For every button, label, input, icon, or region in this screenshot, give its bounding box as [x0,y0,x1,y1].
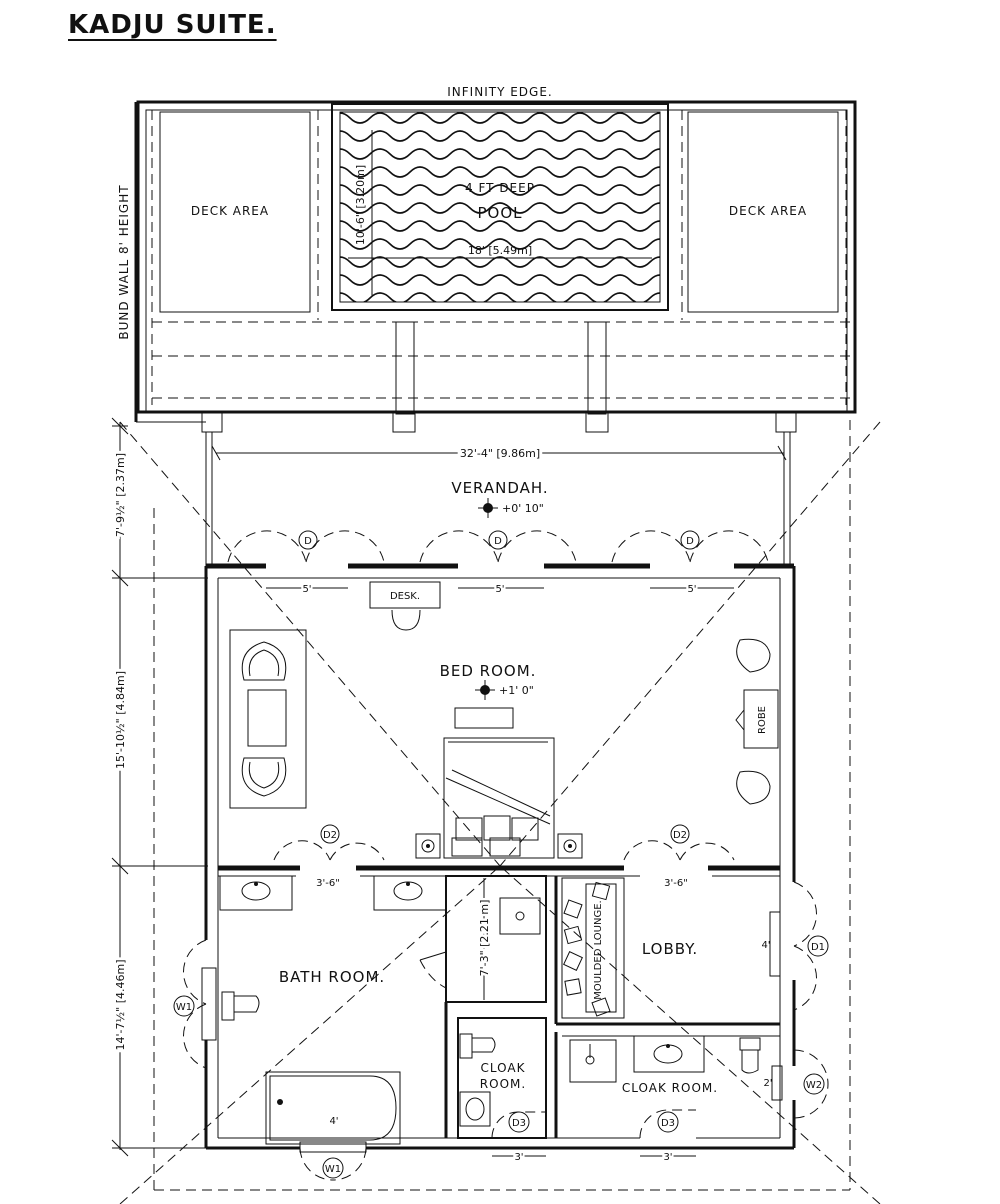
door-width-dim-1: 5' [302,584,311,595]
pool-wave-line [340,184,660,196]
lounge-label: MOULDED LOUNGE. [593,900,604,999]
pool-wave-line [340,148,660,160]
bedroom-lobby-door: D2 [623,824,735,861]
bedside-lamp-left-icon [415,833,441,859]
shower-cloak-right [569,1039,617,1083]
svg-text:D3: D3 [661,1118,675,1129]
svg-text:D3: D3 [512,1118,526,1129]
deck-area-left-label: DECK AREA [191,204,269,218]
bedroom-depth-dim: 15'-10½" [4.84m] [114,671,127,769]
cloak-room-right-label: CLOAK ROOM. [622,1081,718,1095]
pool-wave-line [340,112,660,124]
vanity-left [219,875,293,911]
pool-wave-line [340,220,660,232]
svg-text:D2: D2 [673,830,687,841]
pool-depth-label: 4 FT DEEP [465,181,535,195]
drawing-title: KADJU SUITE. [68,10,277,40]
svg-text:D: D [494,536,502,547]
cloak-right-door-dim: 3' [663,1152,672,1163]
pool-water-waves [340,112,660,302]
svg-text:W2: W2 [806,1080,822,1091]
window-w1-bottom: W1 [299,1141,367,1181]
level-marker-icon [478,498,498,518]
shower-depth-dim: 7'-3" [2.21 m] [478,900,491,977]
tub-width-dim: 4' [329,1116,338,1127]
svg-text:W1: W1 [325,1164,341,1175]
svg-text:D1: D1 [811,942,825,953]
pool-length-dim: 10'-6" [3.20m] [354,165,367,245]
left-dimension-string [111,417,208,1157]
svg-text:D2: D2 [323,830,337,841]
toilet-cloak-left [459,1033,496,1059]
window-w2: W2 [771,1049,829,1119]
basin-cloak-right [633,1035,705,1073]
cloak-left-door-dim: 3' [514,1152,523,1163]
pool-wave-line [340,202,660,214]
chair-bottom-icon [736,770,771,805]
verandah-doors [227,530,769,563]
svg-text:D: D [304,536,312,547]
deck-section [134,100,857,433]
bedroom-bath-door: D2 [273,824,385,861]
bath-door-width-dim: 3'-6" [316,878,340,889]
desk-label: DESK. [390,591,420,602]
bedside-lamp-right-icon [557,833,583,859]
lobby-label: LOBBY. [642,940,698,958]
building-walls [204,563,796,1150]
svg-text:D: D [686,536,694,547]
lobby-door-d1-dim: 4' [761,940,770,951]
moulded-lounge [561,877,625,1019]
door-tag-d-1: D [298,530,318,550]
cloak-room-left-label-1: CLOAK [481,1061,526,1075]
door-width-dim-2: 5' [495,584,504,595]
toilet-bath [221,991,260,1021]
desk [369,581,441,631]
door-tag-d-2: D [488,530,508,550]
pool-wave-line [340,238,660,250]
pool-wave-line [340,166,660,178]
verandah-label: VERANDAH. [451,479,548,497]
svg-text:W1: W1 [176,1002,192,1013]
toilet-cloak-right [739,1037,761,1074]
vanity-right [373,875,447,911]
door-d3-cloak-left: D3 [491,1111,546,1157]
basin-cloak-left [459,1091,491,1127]
pool-label: POOL [477,204,522,222]
robe-label: ROBE [757,706,768,734]
bathtub [265,1071,401,1145]
bedroom-level-label: +1' 0" [499,684,534,697]
window-w2-dim: 2' [763,1078,772,1089]
verandah-level-label: +0' 10" [502,502,544,515]
lobby-door-width-dim: 3'-6" [664,878,688,889]
infinity-edge-label: INFINITY EDGE. [447,85,552,99]
verandah-structure [205,432,791,566]
pool-width-dim: 18' [5.49m] [468,244,532,257]
bathroom-label: BATH ROOM. [279,968,385,986]
bathroom-depth-dim: 14'-7½" [4.46m] [114,960,127,1051]
shower [419,878,541,1000]
pool-wave-line [340,130,660,142]
pool [331,103,669,311]
bund-wall-label: BUND WALL 8' HEIGHT [117,184,131,339]
verandah-depth-dim: 7'-9½" [2.37m] [114,453,127,537]
bedroom-level-marker-icon [475,680,495,700]
window-w-bath: W1 [173,939,217,1069]
verandah-width-dim: 32'-4" [9.86m] [460,447,540,460]
pool-wave-line [340,256,660,268]
bedroom-label: BED ROOM. [440,662,537,680]
cloak-room-left-label-2: ROOM. [480,1077,526,1091]
door-d3-cloak-right: D3 [639,1109,696,1157]
deck-area-right-label: DECK AREA [729,204,807,218]
robe [735,689,779,749]
sofa-set [229,629,307,809]
door-d1-lobby: D1 [769,881,829,1011]
chair-top-icon [736,638,771,673]
pool-wave-line [340,274,660,286]
pool-wave-line [340,292,660,302]
bed [443,707,555,859]
door-tag-d-3: D [680,530,700,550]
door-width-dim-3: 5' [687,584,696,595]
